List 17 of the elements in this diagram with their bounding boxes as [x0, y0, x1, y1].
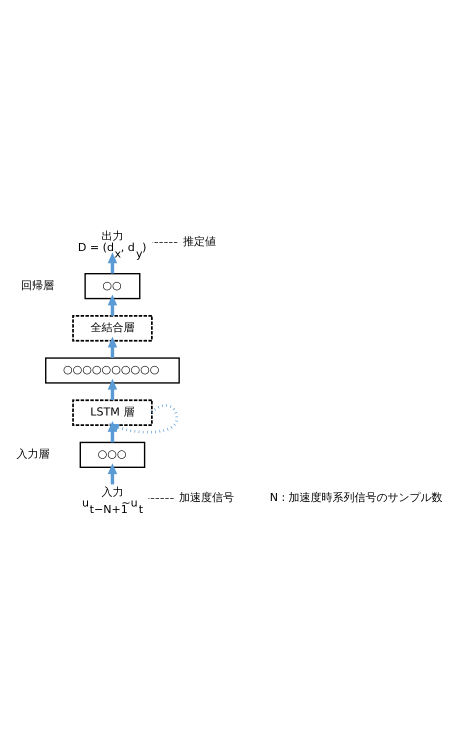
node-box: 全結合層 — [72, 314, 153, 342]
node-text: 加速度信号 — [179, 490, 234, 504]
arrow — [108, 378, 118, 400]
node-box: LSTM 層 — [72, 398, 153, 426]
arrow — [108, 420, 118, 442]
node-box: ○○○ — [80, 441, 146, 468]
arrow — [108, 294, 118, 316]
label: N : 加速度時系列信号のサンプル数 — [270, 490, 443, 504]
node-label: 入力層 — [16, 446, 50, 460]
node-box: ○○ — [84, 272, 140, 299]
arrow — [108, 336, 118, 358]
node-text: 推定値 — [182, 234, 216, 248]
arrow — [108, 252, 118, 273]
arrow — [108, 404, 178, 434]
arrow — [108, 462, 118, 484]
node-label: 回帰層 — [21, 278, 54, 292]
node-box: ○○○○○○○○○○ — [45, 356, 180, 384]
